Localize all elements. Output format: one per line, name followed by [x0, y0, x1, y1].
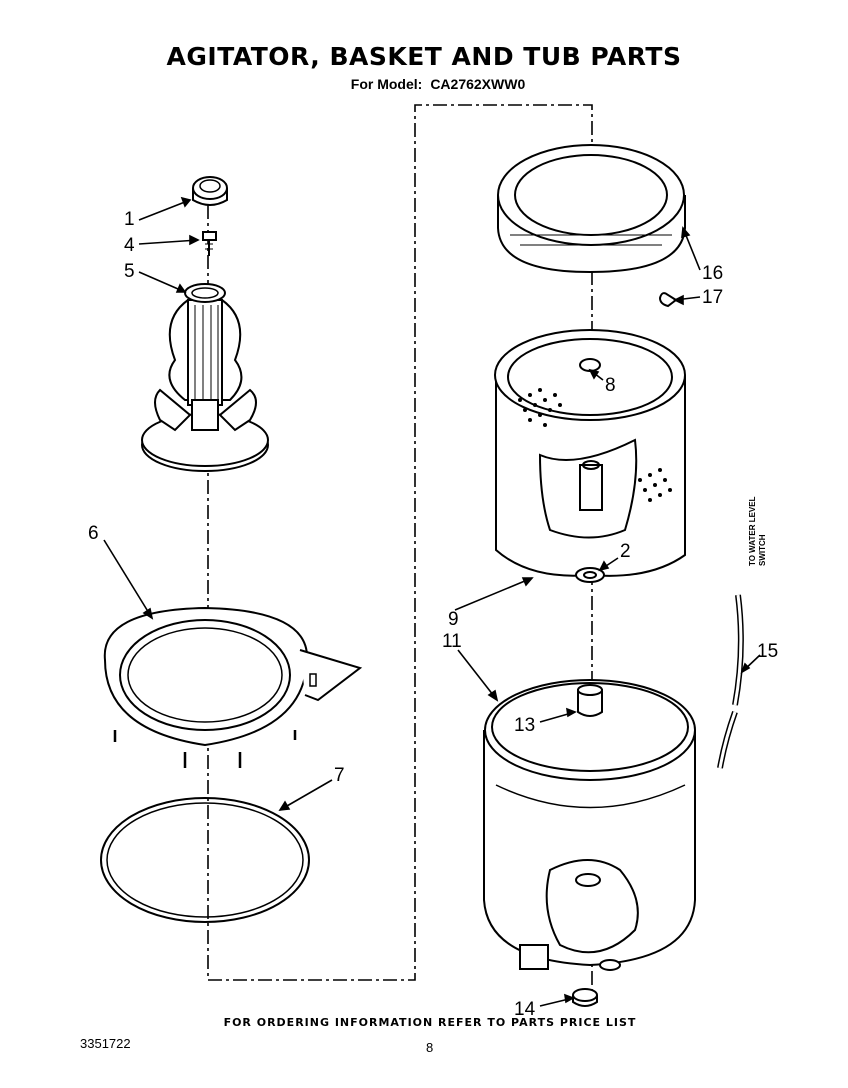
part-agitator-cap: [192, 176, 228, 206]
callout-5: 5: [124, 261, 135, 282]
callout-4: 4: [124, 235, 135, 256]
water-level-note-line2: SWITCH: [758, 534, 767, 566]
part-tub-ring: [103, 606, 363, 768]
part-tub-seal: [100, 797, 310, 923]
part-tub-nut: [577, 684, 603, 717]
model-number: CA2762XWW0: [430, 76, 526, 92]
callout-2: 2: [620, 541, 631, 562]
callout-15: 15: [757, 641, 779, 662]
part-outer-tub: [483, 679, 696, 971]
part-agitator-bolt: [202, 231, 217, 256]
document-number: 3351722: [80, 1036, 131, 1051]
callout-7: 7: [334, 765, 345, 786]
page-number: 8: [426, 1040, 434, 1055]
callout-8: 8: [605, 375, 616, 396]
water-level-note-line1: TO WATER LEVEL: [748, 496, 757, 566]
callout-11: 11: [442, 631, 462, 652]
callout-16: 16: [702, 263, 724, 284]
part-basket: [494, 329, 686, 577]
part-balance-ring: [497, 144, 686, 274]
ordering-note: FOR ORDERING INFORMATION REFER TO PARTS …: [223, 1016, 637, 1029]
callout-14: 14: [514, 999, 536, 1020]
callout-9: 9: [448, 609, 459, 630]
model-label: For Model:: [350, 76, 423, 92]
water-level-note: TO WATER LEVEL SWITCH: [748, 482, 778, 582]
part-bearing: [575, 567, 605, 583]
page-title: AGITATOR, BASKET AND TUB PARTS: [166, 42, 682, 71]
part-pressure-hose: [717, 594, 744, 769]
part-bottom-nut: [572, 988, 598, 1007]
callout-17: 17: [702, 287, 724, 308]
callout-1: 1: [124, 209, 135, 230]
part-agitator: [141, 283, 269, 472]
callout-13: 13: [514, 715, 536, 736]
part-clip: [658, 292, 678, 308]
leader-arrows: [103, 196, 761, 1007]
model-line: For Model: CA2762XWW0: [0, 76, 848, 92]
callout-6: 6: [88, 523, 99, 544]
